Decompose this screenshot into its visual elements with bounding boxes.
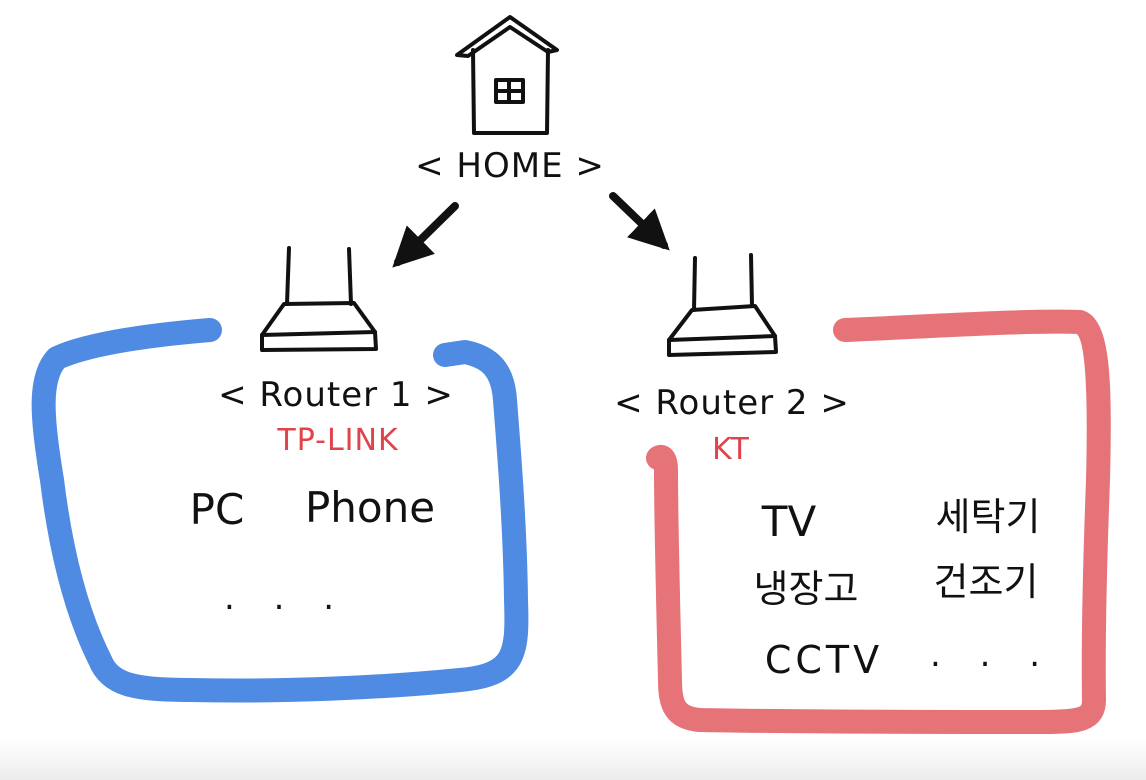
router1-label: < Router 1 > [218,375,454,415]
router1-more: . . . [223,578,349,618]
router-icon [260,246,378,352]
router2-device-washer: 세탁기 [935,495,1041,539]
router2-more: . . . [929,635,1055,675]
router2-device-group-outline [646,309,1111,734]
router-icon [667,253,778,357]
router2-label: < Router 2 > [614,383,850,423]
bottom-shade [0,740,1146,780]
router2-device-dryer: 건조기 [933,560,1039,604]
arrow-home-to-router1 [392,202,459,268]
router1-device-group-outline [31,318,529,703]
house-icon [455,15,559,135]
router1-device-phone: Phone [304,483,436,532]
router2-device-fridge: 냉장고 [753,567,859,611]
router2-brand: KT [712,432,750,467]
router2-device-tv: TV [761,497,817,546]
arrow-home-to-router2 [609,192,670,251]
home-label: < HOME > [415,146,605,186]
router2-device-cctv: CCTV [764,638,884,682]
router1-brand: TP-LINK [277,423,399,458]
router1-device-pc: PC [189,485,245,534]
